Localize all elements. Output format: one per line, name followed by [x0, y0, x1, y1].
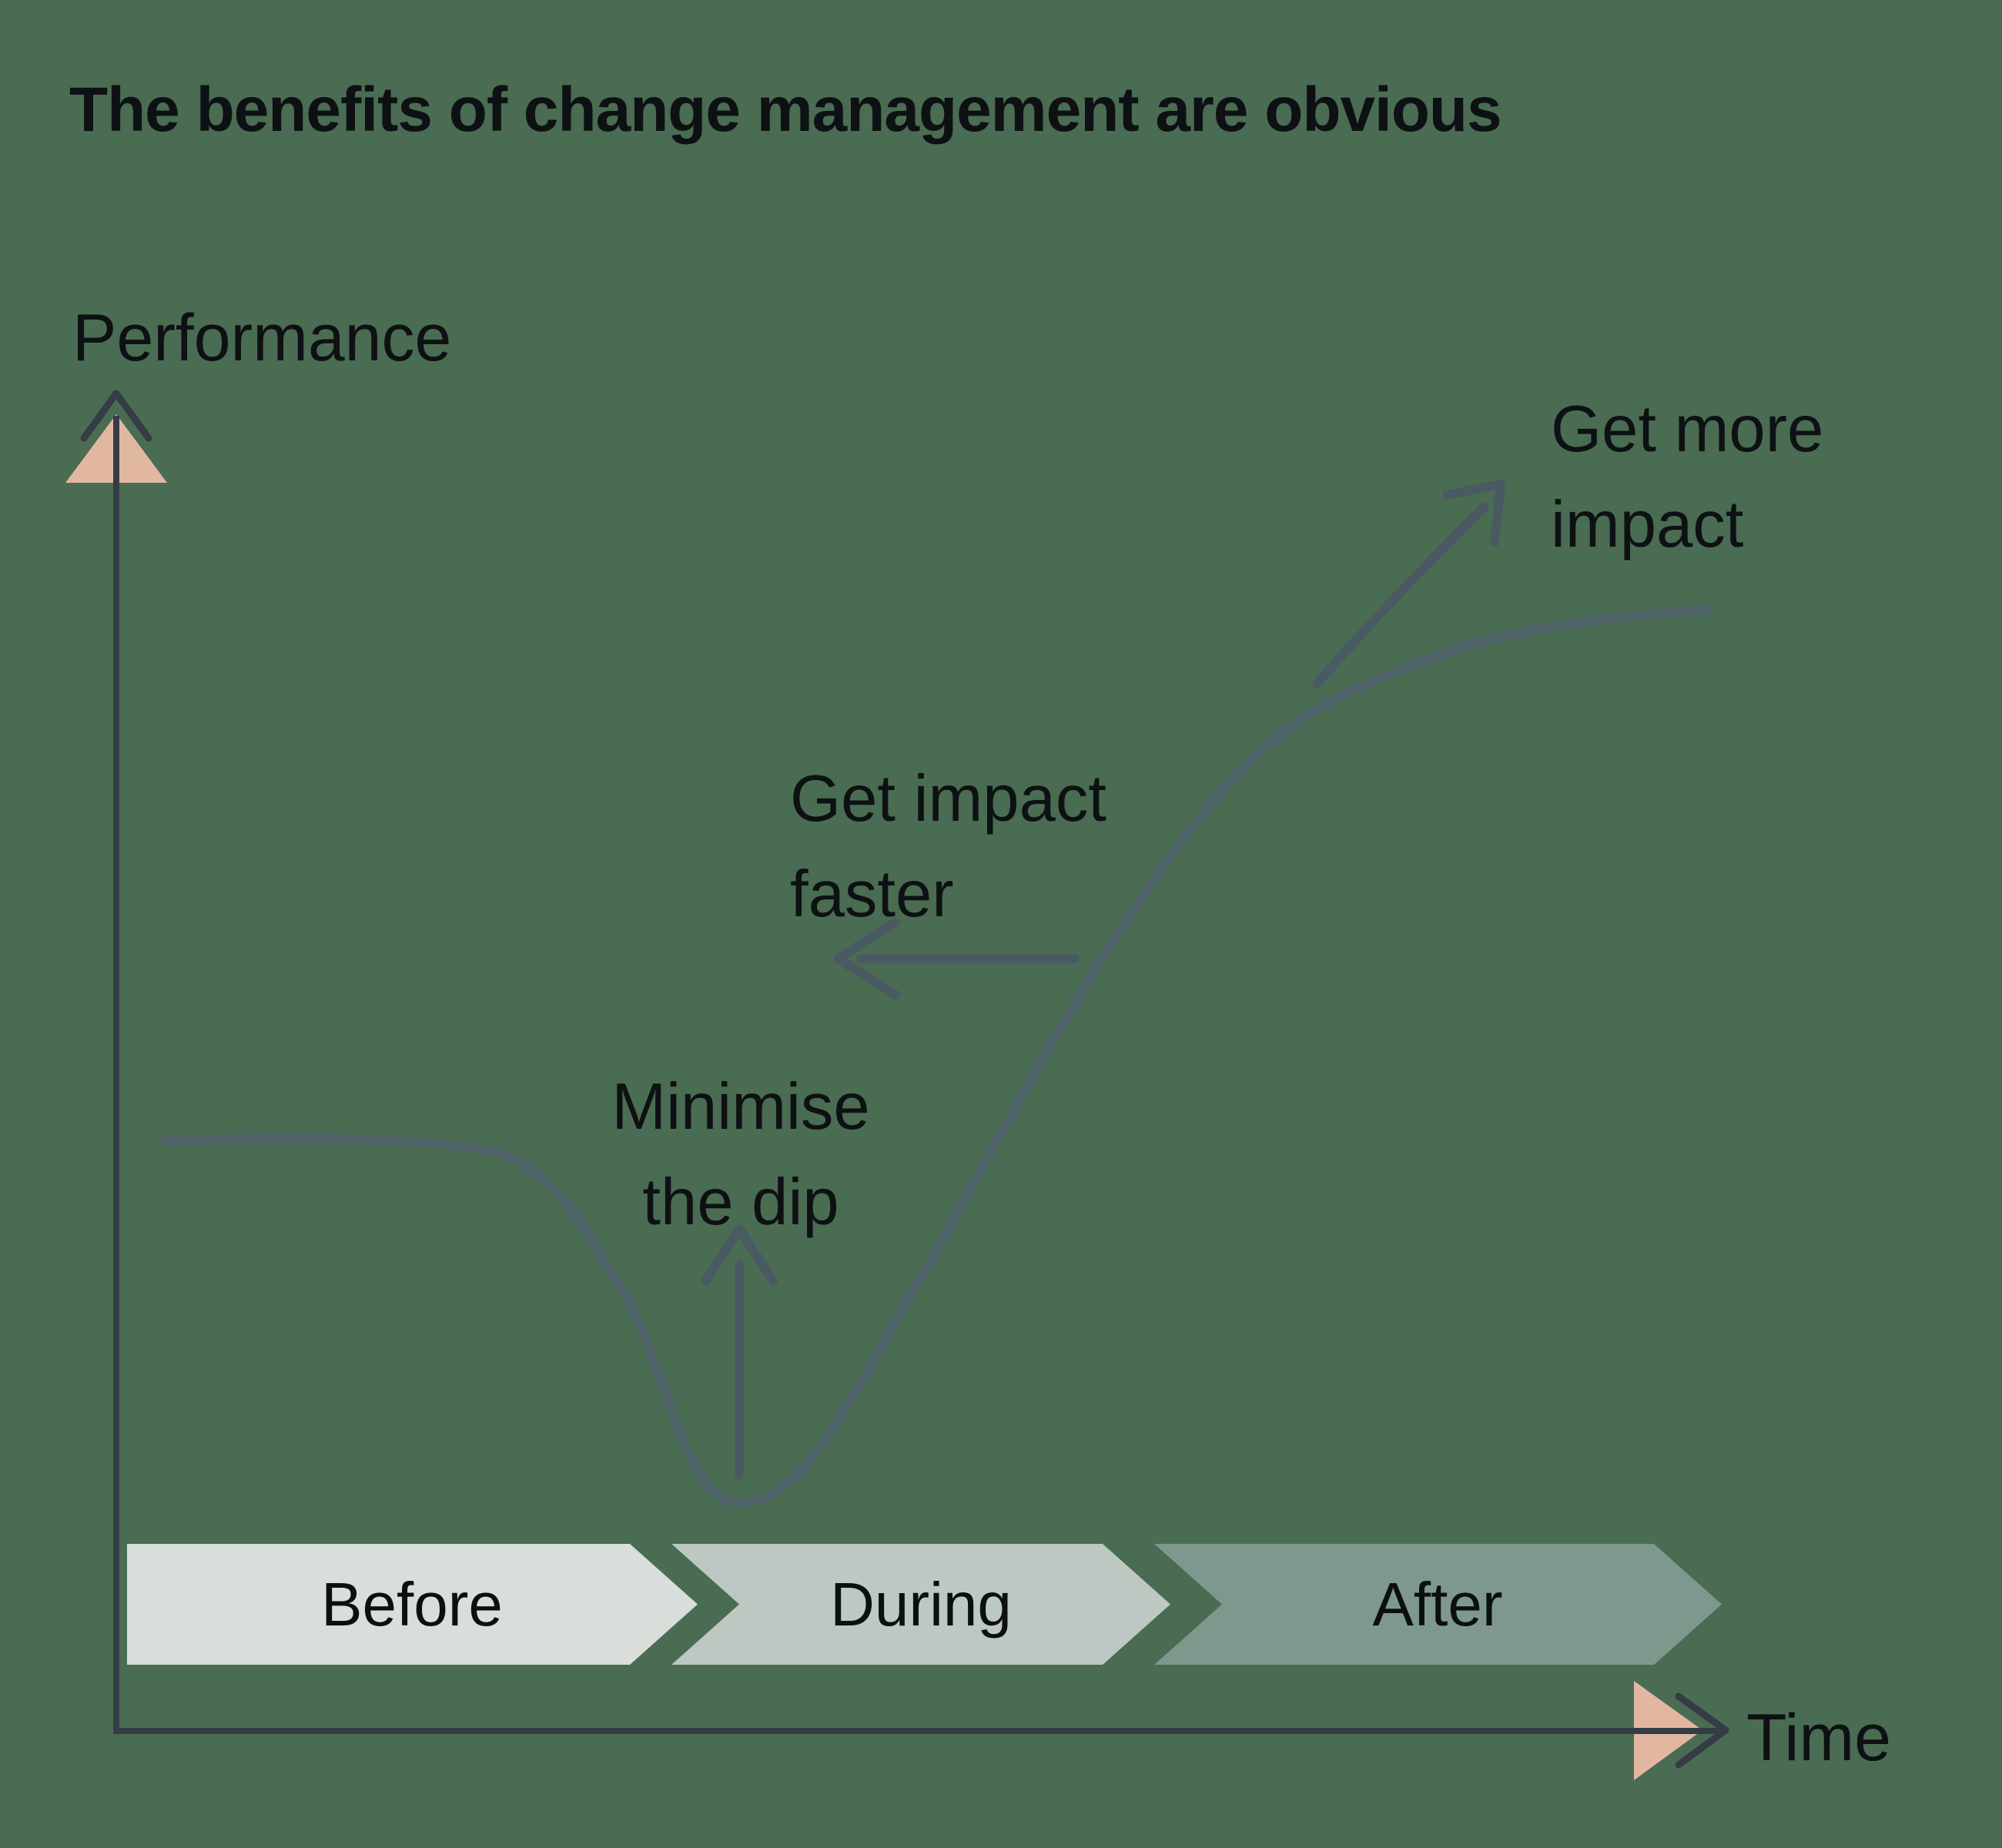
- impact-faster-left-arrow-icon: [833, 918, 1080, 999]
- phase-chevron-after: [1154, 1544, 1722, 1665]
- phase-chevron-before: [127, 1544, 698, 1665]
- phase-bars: [127, 1544, 1722, 1665]
- more-impact-upright-arrow-icon: [1312, 480, 1505, 688]
- annotation-line: Get impact: [790, 762, 1106, 835]
- phase-chevron-during: [671, 1544, 1170, 1665]
- minimise-dip-up-arrow-icon: [701, 1224, 778, 1480]
- y-axis-arrowhead-icon: [80, 390, 152, 442]
- page-title: The benefits of change management are ob…: [69, 75, 1502, 145]
- annotation-line: impact: [1551, 488, 1744, 561]
- y-axis-label: Performance: [72, 301, 452, 375]
- annotation-line: Get more: [1551, 393, 1824, 466]
- annotation-line: the dip: [642, 1166, 839, 1239]
- phase-label-after: After: [1372, 1569, 1503, 1639]
- performance-curve: [160, 604, 1713, 1508]
- x-axis-label: Time: [1746, 1701, 1891, 1775]
- annotation-line: faster: [790, 858, 954, 931]
- annotation-get-more-impact: Get more impact: [1551, 382, 1823, 573]
- phase-label-during: During: [830, 1569, 1012, 1639]
- annotation-minimise-the-dip: Minimise the dip: [510, 1060, 972, 1250]
- x-axis-arrowhead-icon: [1675, 1692, 1729, 1769]
- annotation-line: Minimise: [611, 1070, 870, 1143]
- annotation-arrows: [701, 480, 1505, 1480]
- axes-lines: [113, 416, 1719, 1734]
- phase-label-before: Before: [321, 1569, 503, 1639]
- annotation-get-impact-faster: Get impact faster: [790, 752, 1106, 942]
